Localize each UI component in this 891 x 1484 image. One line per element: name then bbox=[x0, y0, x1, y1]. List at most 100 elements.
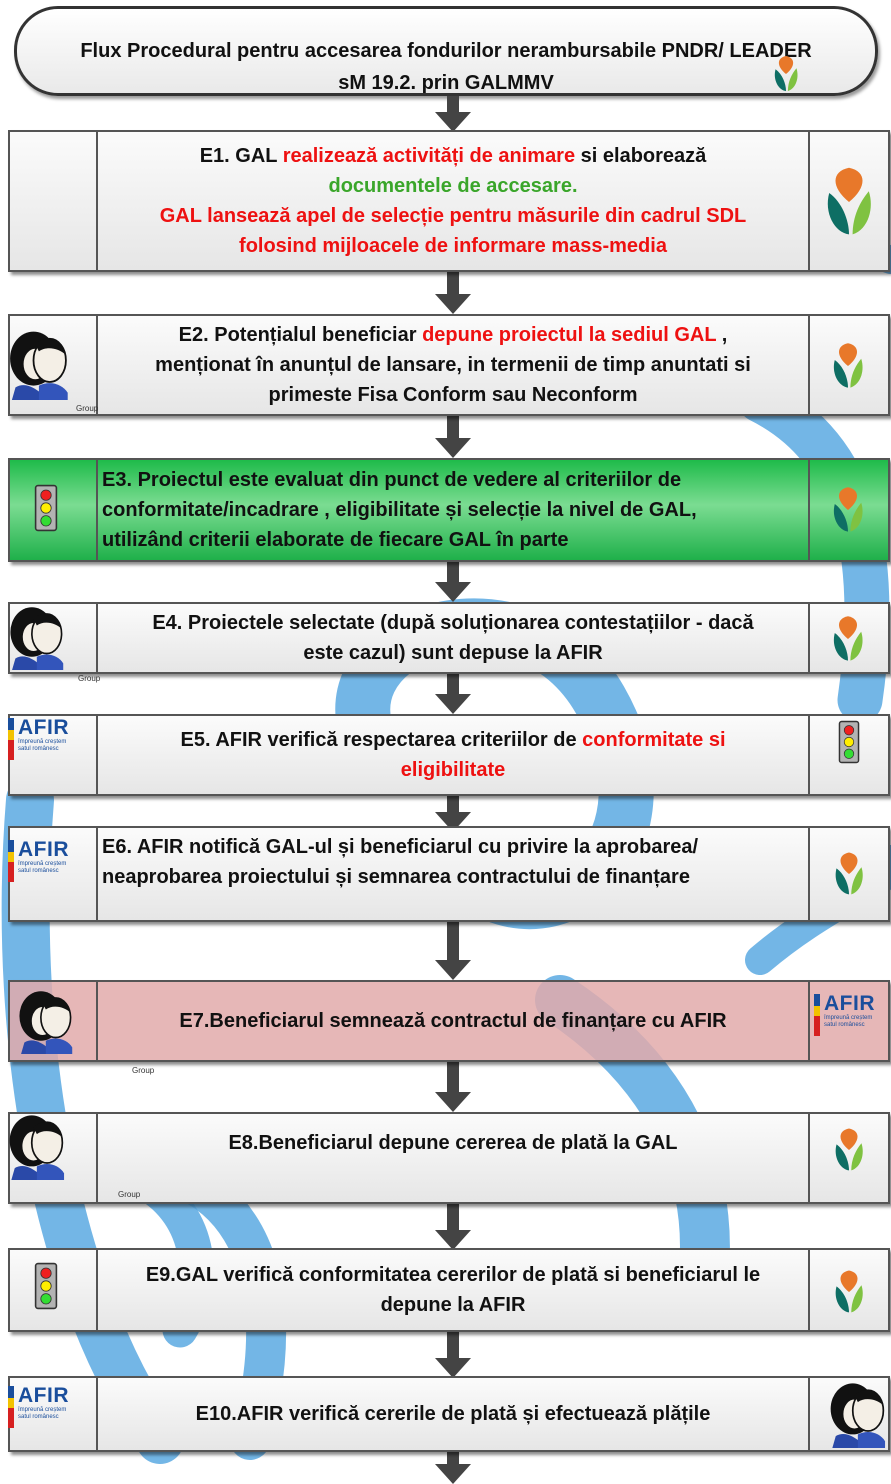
gal-leaf-logo-icon bbox=[771, 55, 801, 93]
step-right-cell bbox=[808, 460, 888, 560]
step-e3-line-2: conformitate/incadrare , eligibilitate ș… bbox=[102, 499, 697, 521]
flow-arrow bbox=[435, 1330, 471, 1380]
step-left-cell bbox=[10, 716, 98, 794]
step-e5: E5. AFIR verifică respectarea criteriilo… bbox=[8, 714, 890, 796]
flow-arrow bbox=[435, 1450, 471, 1484]
group-label: Group bbox=[118, 1190, 141, 1199]
afir-logo-word: AFIR bbox=[18, 1384, 69, 1407]
step-e3-line-3: utilizând criterii elaborate de fiecare … bbox=[102, 529, 569, 551]
step-e8-line-1: E8.Beneficiarul depune cererea de plată … bbox=[228, 1132, 678, 1154]
flow-arrow bbox=[435, 272, 471, 316]
step-e10-line-1: E10.AFIR verifică cererile de plată și e… bbox=[195, 1403, 711, 1425]
step-e8: E8.Beneficiarul depune cererea de plată … bbox=[8, 1112, 890, 1204]
group-label: Group bbox=[76, 404, 99, 413]
gal-leaf-logo-icon bbox=[830, 338, 866, 394]
step-left-cell bbox=[10, 604, 98, 672]
gal-leaf-logo-icon bbox=[822, 154, 876, 250]
gal-leaf-logo-icon bbox=[832, 850, 866, 898]
step-e1: E1. GAL realizează activități de animare… bbox=[8, 130, 890, 272]
step-e5-line-1: E5. AFIR verifică respectarea criteriilo… bbox=[180, 725, 725, 755]
afir-slogan-line: satul românesc bbox=[824, 1022, 865, 1028]
traffic-light-icon bbox=[838, 720, 860, 764]
afir-logo-word: AFIR bbox=[18, 838, 69, 861]
step-e5-text: E5. AFIR verifică respectarea criteriilo… bbox=[106, 716, 800, 794]
step-e1-line-2: documentele de accesare. bbox=[328, 175, 578, 197]
step-e7: E7.Beneficiarul semnează contractul de f… bbox=[8, 980, 890, 1062]
text-segment: , bbox=[716, 324, 728, 346]
step-e1-line-4: folosind mijloacele de informare mass-me… bbox=[239, 235, 667, 257]
title-line-1: Flux Procedural pentru accesarea fonduri… bbox=[80, 40, 812, 62]
afir-emblem-icon bbox=[814, 994, 820, 1036]
afir-emblem-icon bbox=[8, 840, 14, 882]
step-left-cell bbox=[10, 316, 98, 414]
step-e1-text: E1. GAL realizează activități de animare… bbox=[106, 132, 800, 270]
flow-arrow bbox=[435, 1060, 471, 1114]
step-e6: E6. AFIR notifică GAL-ul și beneficiarul… bbox=[8, 826, 890, 922]
step-left-cell bbox=[10, 1114, 98, 1202]
step-e8-text: E8.Beneficiarul depune cererea de plată … bbox=[106, 1114, 800, 1172]
step-right-cell bbox=[808, 828, 888, 920]
highlight-red: depune proiectul la sediul GAL bbox=[422, 324, 717, 346]
step-e3: E3. Proiectul este evaluat din punct de … bbox=[8, 458, 890, 562]
step-e9-line-2: depune la AFIR bbox=[380, 1294, 526, 1316]
afir-slogan-line: împreună creștem bbox=[18, 739, 67, 745]
step-e6-line-1: E6. AFIR notifică GAL-ul și beneficiarul… bbox=[102, 836, 699, 858]
flow-title-box: Flux Procedural pentru accesarea fonduri… bbox=[14, 6, 878, 96]
people-icon bbox=[14, 988, 76, 1054]
step-e6-line-2: neaprobarea proiectului și semnarea cont… bbox=[102, 866, 690, 888]
text-segment: E5. AFIR verifică respectarea criteriilo… bbox=[180, 729, 583, 751]
step-e2-text: E2. Potențialul beneficiar depune proiec… bbox=[106, 316, 800, 414]
step-right-cell bbox=[808, 716, 888, 794]
step-left-cell bbox=[10, 1378, 98, 1450]
step-e1-line-1: E1. GAL realizează activități de animare… bbox=[200, 141, 707, 171]
step-left-cell bbox=[10, 460, 98, 560]
people-icon bbox=[6, 604, 66, 670]
highlight-red: conformitate si bbox=[582, 729, 726, 751]
step-e4: E4. Proiectele selectate (după soluționa… bbox=[8, 602, 890, 674]
flow-arrow bbox=[435, 922, 471, 982]
step-e3-line-1: E3. Proiectul este evaluat din punct de … bbox=[102, 469, 682, 491]
afir-emblem-icon bbox=[8, 718, 14, 760]
people-icon bbox=[6, 1112, 66, 1180]
traffic-light-icon bbox=[34, 1262, 58, 1310]
text-segment: E1. GAL bbox=[199, 145, 283, 167]
gal-leaf-logo-icon bbox=[830, 610, 866, 668]
gal-leaf-logo-icon bbox=[830, 482, 866, 538]
people-icon bbox=[826, 1380, 888, 1448]
afir-logo-word: AFIR bbox=[18, 716, 69, 739]
step-left-cell bbox=[10, 982, 98, 1060]
step-right-cell bbox=[808, 1114, 888, 1202]
step-e2-line-3: primeste Fisa Conform sau Neconform bbox=[268, 384, 638, 406]
gal-leaf-logo-icon bbox=[832, 1268, 866, 1316]
step-e9-text: E9.GAL verifică conformitatea cererilor … bbox=[106, 1250, 800, 1330]
text-segment: si elaborează bbox=[575, 145, 707, 167]
afir-slogan-line: împreună creștem bbox=[824, 1015, 873, 1021]
flow-arrow bbox=[435, 96, 471, 132]
step-right-cell bbox=[808, 132, 888, 270]
step-e4-line-2: este cazul) sunt depuse la AFIR bbox=[303, 642, 603, 664]
traffic-light-icon bbox=[34, 484, 58, 532]
step-e2-line-1: E2. Potențialul beneficiar depune proiec… bbox=[179, 320, 728, 350]
flow-title: Flux Procedural pentru accesarea fonduri… bbox=[47, 35, 845, 99]
step-right-cell bbox=[808, 1378, 888, 1450]
people-icon bbox=[6, 328, 70, 400]
group-label: Group bbox=[132, 1066, 155, 1075]
step-e6-text: E6. AFIR notifică GAL-ul și beneficiarul… bbox=[102, 828, 800, 920]
afir-slogan-line: împreună creștem bbox=[18, 1407, 67, 1413]
afir-emblem-icon bbox=[8, 1386, 14, 1428]
afir-slogan-line: satul românesc bbox=[18, 868, 59, 874]
gal-leaf-logo-icon bbox=[832, 1126, 866, 1174]
step-right-cell bbox=[808, 1250, 888, 1330]
step-e2: E2. Potențialul beneficiar depune proiec… bbox=[8, 314, 890, 416]
step-e1-line-3: GAL lansează apel de selecție pentru măs… bbox=[159, 205, 747, 227]
step-left-cell bbox=[10, 1250, 98, 1330]
step-e7-text: E7.Beneficiarul semnează contractul de f… bbox=[106, 982, 800, 1060]
afir-slogan-line: împreună creștem bbox=[18, 861, 67, 867]
step-e3-text: E3. Proiectul este evaluat din punct de … bbox=[102, 460, 800, 560]
